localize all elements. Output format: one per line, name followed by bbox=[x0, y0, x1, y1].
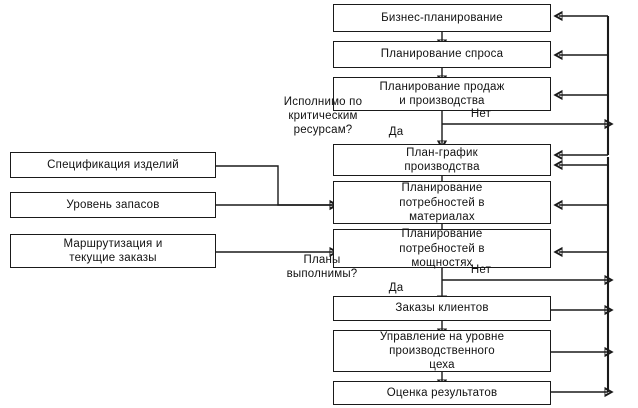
node-results-evaluation[interactable]: Оценка результатов bbox=[333, 381, 551, 405]
node-material-requirements[interactable]: Планирование потребностей в материалах bbox=[333, 181, 551, 224]
branch-label-no-1: Нет bbox=[470, 108, 492, 120]
link-spec-to-material bbox=[216, 165, 333, 205]
branch-label-no-2: Нет bbox=[470, 264, 492, 276]
node-master-schedule[interactable]: План-график производства bbox=[333, 144, 551, 176]
node-business-planning[interactable]: Бизнес-планирование bbox=[333, 4, 551, 32]
node-inventory-level[interactable]: Уровень запасов bbox=[10, 192, 216, 218]
decision-critical-resources-label: Исполнимо по критическим ресурсам? bbox=[283, 96, 363, 136]
node-customer-orders[interactable]: Заказы клиентов bbox=[333, 296, 551, 321]
node-demand-planning[interactable]: Планирование спроса bbox=[333, 41, 551, 68]
node-product-specification[interactable]: Спецификация изделий bbox=[10, 152, 216, 178]
node-shop-floor-control[interactable]: Управление на уровне производственного ц… bbox=[333, 330, 551, 372]
branch-label-yes-1: Да bbox=[388, 126, 404, 138]
decision-plans-feasible-label: Планы выполнимы? bbox=[286, 254, 358, 280]
node-routing-current-orders[interactable]: Маршрутизация и текущие заказы bbox=[10, 234, 216, 268]
branch-label-yes-2: Да bbox=[388, 282, 404, 294]
